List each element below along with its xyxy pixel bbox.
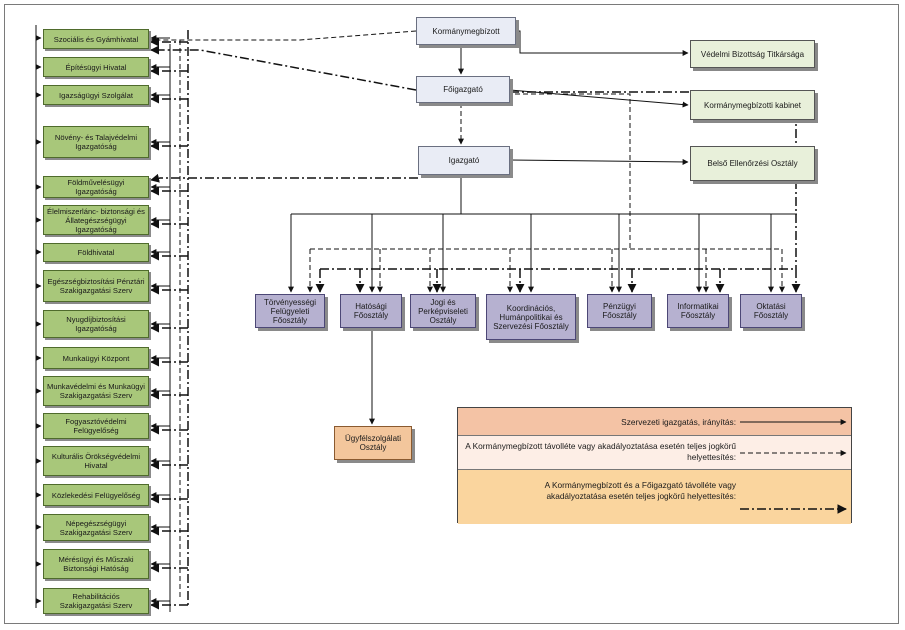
legend-row-solid: Szervezeti igazgatás, irányítás: xyxy=(458,408,851,436)
office-box: Igazságügyi Szolgálat xyxy=(43,85,149,105)
kormanymegbizott-box: Kormánymegbízott xyxy=(416,17,516,45)
office-box: Fogyasztóvédelmi Felügyelőség xyxy=(43,413,149,439)
diagram-frame xyxy=(4,4,899,624)
department-label: Informatikai Főosztály xyxy=(677,302,719,320)
office-box: Földművelésügyi Igazgatóság xyxy=(43,176,149,198)
office-label: Igazságügyi Szolgálat xyxy=(59,90,133,100)
department-label: Hatósági Főosztály xyxy=(353,302,389,320)
office-box: Nyugdíjbiztosítási Igazgatóság xyxy=(43,310,149,338)
right-unit-label: Védelmi Bizottság Titkársága xyxy=(700,49,805,59)
department-box: Jogi és Perképviseleti Osztály xyxy=(410,294,476,328)
department-box: Pénzügyi Főosztály xyxy=(587,294,652,328)
office-label: Népegészségügyi Szakigazgatási Szerv xyxy=(59,518,133,537)
office-label: Építésügyi Hivatal xyxy=(65,62,127,72)
legend: Szervezeti igazgatás, irányítás: A Kormá… xyxy=(457,407,852,524)
department-box: Oktatási Főosztály xyxy=(740,294,802,328)
office-label: Közlekedési Felügyelőség xyxy=(51,490,141,500)
dashed-connector xyxy=(515,93,631,249)
office-box: Szociális és Gyámhivatal xyxy=(43,29,149,49)
office-label: Földművelésügyi Igazgatóság xyxy=(67,178,125,196)
solid-connector xyxy=(509,158,689,165)
office-box: Közlekedési Felügyelőség xyxy=(43,484,149,506)
kormanymegbizott-label: Kormánymegbízott xyxy=(432,26,500,36)
department-box: Informatikai Főosztály xyxy=(667,294,729,328)
dashdot-connector xyxy=(150,173,418,183)
dashed-connector xyxy=(150,30,417,43)
office-box: Munkavédelmi és Munkaügyi Szakigazgatási… xyxy=(43,376,149,406)
office-box: Egészségbiztosítási Pénztári Szakigazgat… xyxy=(43,270,149,302)
department-box: Koordinációs, Humánpolitikai és Szervezé… xyxy=(486,294,576,340)
department-label: Jogi és Perképviseleti Osztály xyxy=(418,297,468,325)
right-unit-kabinet: Kormánymegbízotti kabinet xyxy=(690,90,815,120)
office-box: Kulturális Örökségvédelmi Hivatal xyxy=(43,446,149,476)
dashdot-connector xyxy=(150,45,417,91)
solid-connector xyxy=(516,30,689,56)
office-label: Nyugdíjbiztosítási Igazgatóság xyxy=(66,315,126,333)
ugyfelszolgalati-box: Ügyfélszolgálati Osztály xyxy=(334,426,412,460)
office-label: Élelmiszerlánc- biztonsági és Állategész… xyxy=(47,206,145,234)
office-label: Mérésügyi és Műszaki Biztonsági Hatóság xyxy=(58,555,134,573)
office-box: Élelmiszerlánc- biztonsági és Állategész… xyxy=(43,205,149,235)
right-unit-label: Kormánymegbízotti kabinet xyxy=(704,100,801,110)
department-label: Koordinációs, Humánpolitikai és Szervezé… xyxy=(493,303,569,331)
igazgato-box: Igazgató xyxy=(418,146,510,175)
office-label: Kulturális Örökségvédelmi Hivatal xyxy=(51,452,141,470)
department-label: Oktatási Főosztály xyxy=(753,302,789,320)
legend-row-dashed: A Kormánymegbízott távolléte vagy akadál… xyxy=(458,436,851,470)
solid-line-sample xyxy=(740,419,847,425)
office-box: Rehabilitációs Szakigazgatási Szerv xyxy=(43,588,149,614)
office-box: Munkaügyi Központ xyxy=(43,347,149,369)
department-label: Pénzügyi Főosztály xyxy=(602,302,637,320)
right-unit-vedelmi-bizottsag: Védelmi Bizottság Titkársága xyxy=(690,40,815,68)
office-label: Szociális és Gyámhivatal xyxy=(53,34,139,44)
right-unit-label: Belső Ellenőrzési Osztály xyxy=(707,159,798,168)
legend-dashdot-text: A Kormánymegbízott és a Főigazgató távol… xyxy=(544,480,736,501)
office-label: Munkavédelmi és Munkaügyi Szakigazgatási… xyxy=(47,382,145,400)
foigazgato-box: Főigazgató xyxy=(416,76,510,103)
department-box: Hatósági Főosztály xyxy=(340,294,402,328)
ugyfelszolgalati-label: Ügyfélszolgálati Osztály xyxy=(344,434,402,452)
right-unit-belso-ellenorzesi: Belső Ellenőrzési Osztály xyxy=(690,146,815,181)
legend-solid-text: Szervezeti igazgatás, irányítás: xyxy=(621,417,736,427)
office-label: Földhivatal xyxy=(77,248,115,257)
office-box: Földhivatal xyxy=(43,243,149,262)
office-box: Növény- és Talajvédelmi Igazgatóság xyxy=(43,126,149,158)
department-label: Törvényességi Felügyeleti Főosztály xyxy=(263,297,317,325)
legend-dashed-text: A Kormánymegbízott távolléte vagy akadál… xyxy=(465,441,736,462)
office-box: Népegészségügyi Szakigazgatási Szerv xyxy=(43,514,149,541)
office-label: Növény- és Talajvédelmi Igazgatóság xyxy=(54,133,138,151)
office-label: Munkaügyi Központ xyxy=(62,353,130,363)
department-box: Törvényességi Felügyeleti Főosztály xyxy=(255,294,325,328)
foigazgato-label: Főigazgató xyxy=(443,85,483,94)
dashdot-line-sample xyxy=(740,504,847,514)
office-label: Egészségbiztosítási Pénztári Szakigazgat… xyxy=(47,277,145,295)
office-label: Fogyasztóvédelmi Felügyelőség xyxy=(65,417,127,435)
igazgato-label: Igazgató xyxy=(448,156,480,165)
office-box: Mérésügyi és Műszaki Biztonsági Hatóság xyxy=(43,549,149,579)
office-box: Építésügyi Hivatal xyxy=(43,57,149,77)
dashed-line-sample xyxy=(740,450,847,456)
legend-row-dashdot: A Kormánymegbízott és a Főigazgató távol… xyxy=(458,470,851,524)
office-label: Rehabilitációs Szakigazgatási Szerv xyxy=(59,592,133,610)
